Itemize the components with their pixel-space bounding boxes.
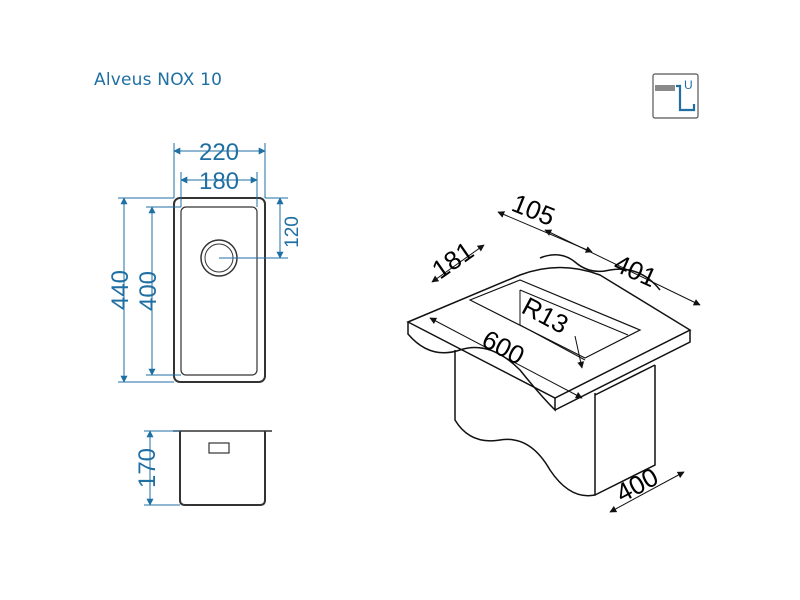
dim-181: 181 [426,235,479,284]
dim-depth: 170 [134,448,161,488]
undermount-icon: U [652,73,699,119]
top-view: 220 180 440 400 120 [107,139,303,383]
dim-height-inner: 400 [135,271,162,311]
dim-600: 600 [477,324,529,371]
dim-105: 105 [508,188,559,232]
iso-dimensions [429,211,701,513]
icon-label: U [684,78,693,92]
dim-400: 400 [611,461,663,508]
side-view: 170 [134,430,272,506]
dim-height-outer: 440 [107,270,134,310]
dim-drain-offset: 120 [282,216,303,248]
dim-width-inner: 180 [199,168,239,195]
drawing-title: Alveus NOX 10 [94,70,223,90]
dim-width-outer: 220 [199,139,239,166]
